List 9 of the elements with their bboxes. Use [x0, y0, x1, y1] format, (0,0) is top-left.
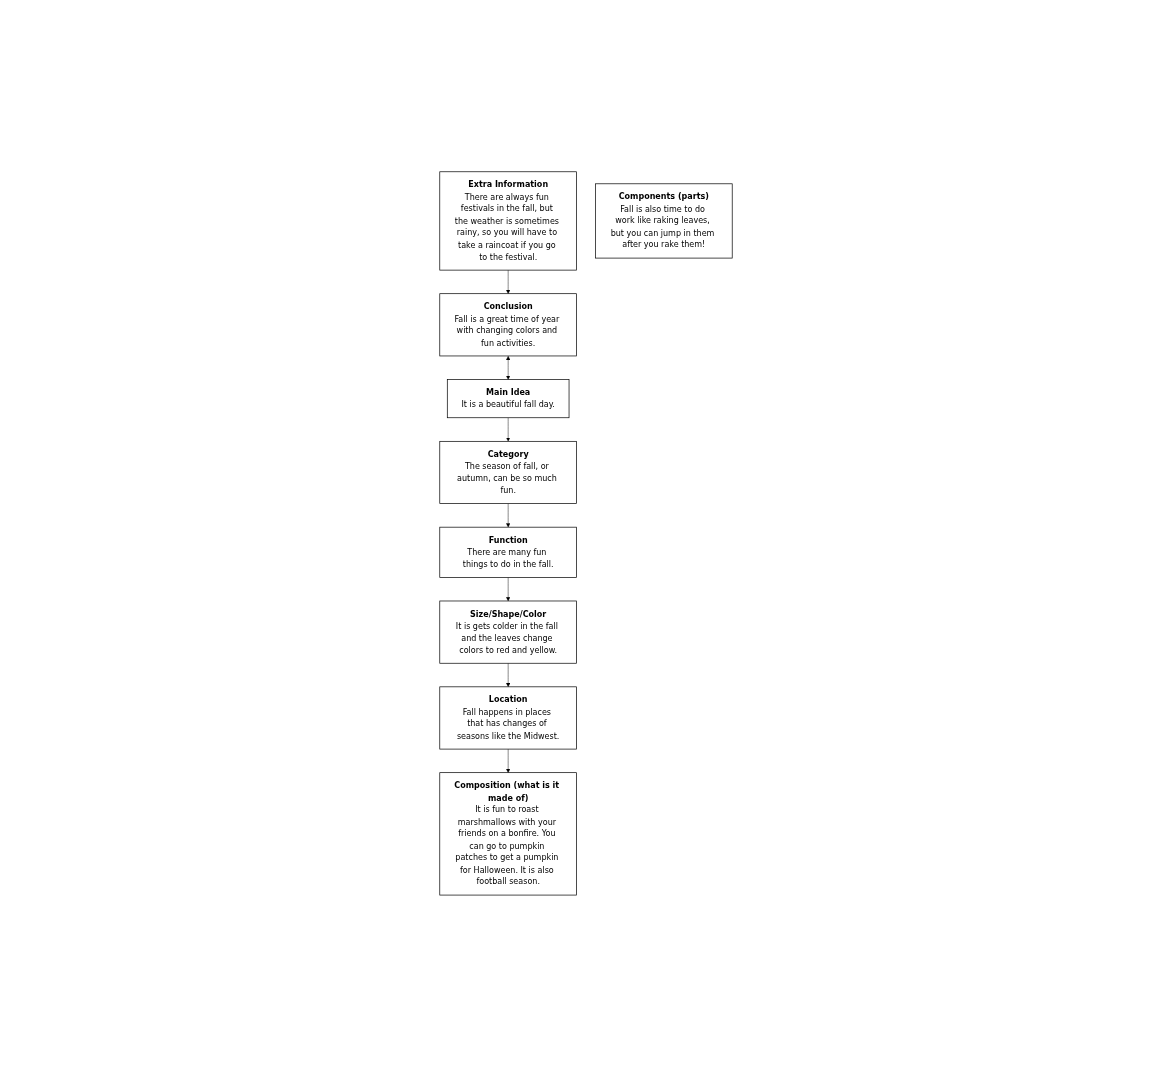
node-box: Function There are many fun things to do in the fall.: [438, 526, 577, 578]
node-box: Size/Shape/Color It is gets colder in the fall and the leaves change colors to red and yellow.: [438, 600, 577, 664]
node-box: Composition (what is it made of) It is fun to roast marshmallows with your friends on a bonfire. You can go to pumpkin patches to get a pumpkin for Halloween. It is also football season.: [438, 771, 577, 895]
node-box: Extra Information There are always fun festivals in the fall, but the weather is sometimes rainy, so you will have to take a raincoat if you go to the festival.: [438, 171, 577, 271]
node-box: Conclusion Fall is a great time of year with changing colors and fun activities.: [438, 292, 577, 356]
node-box: Main Idea It is a beautiful fall day.: [446, 378, 569, 418]
node-box: Components (parts) Fall is also time to do work like raking leaves, but you can jump in them after you rake them!: [594, 183, 733, 259]
node-box: Location Fall happens in places that has changes of seasons like the Midwest.: [438, 686, 577, 750]
node-box: Category The season of fall, or autumn, can be so much fun.: [438, 440, 577, 504]
